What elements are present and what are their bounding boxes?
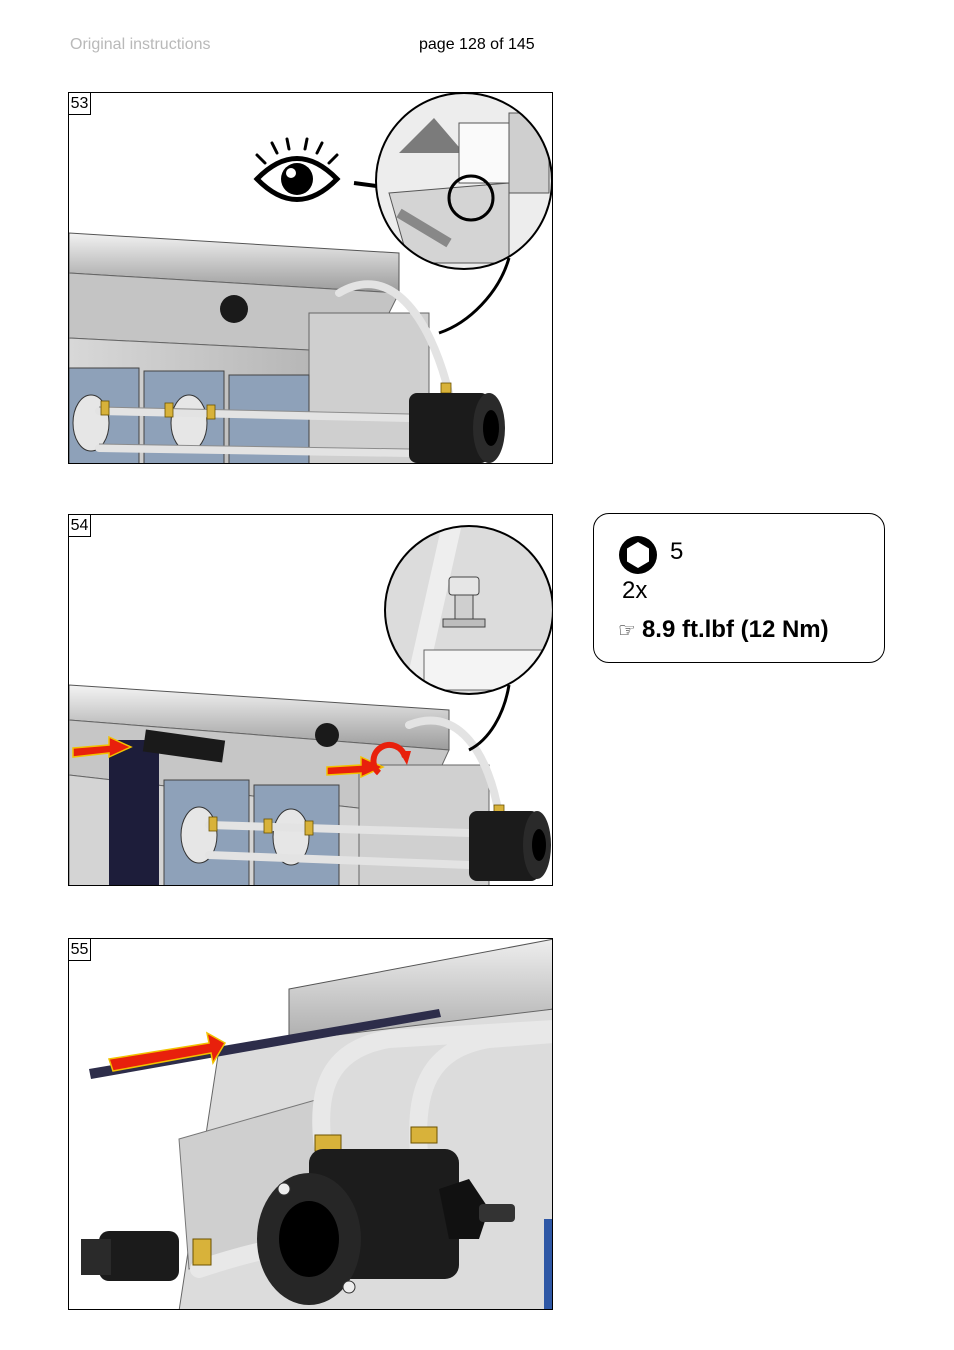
figure-55-illustration [81,939,552,1309]
torque-value: 8.9 ft.lbf (12 Nm) [641,616,829,643]
hex-key-icon [619,536,657,574]
figure-54: 54 [68,514,553,886]
figure-53: 53 [68,92,553,464]
figure-54-illustration [69,525,552,885]
hex-key-size: 5 [670,538,684,565]
detail-magnifier [375,93,552,335]
header-page-number: page 128 of 145 [419,36,535,53]
red-arrow-icon [108,1031,227,1072]
figure-number: 53 [69,93,91,115]
figure-number: 54 [69,515,91,537]
torque-row: ☞ 8.9 ft.lbf (12 Nm) [618,616,829,644]
spec-box: 5 2x ☞ 8.9 ft.lbf (12 Nm) [593,513,885,663]
figure-55: 55 [68,938,553,1310]
figure-number: 55 [69,939,91,961]
header-original-instructions: Original instructions [70,36,211,53]
pointing-hand-icon: ☞ [618,618,636,642]
red-arrow-icon [326,755,385,779]
detail-magnifier [384,525,552,752]
red-arrow-icon [72,735,133,759]
screw-quantity: 2x [622,577,648,604]
rotate-arrow-icon [370,741,411,776]
figure-53-illustration [69,93,552,463]
eye-icon [253,137,341,202]
